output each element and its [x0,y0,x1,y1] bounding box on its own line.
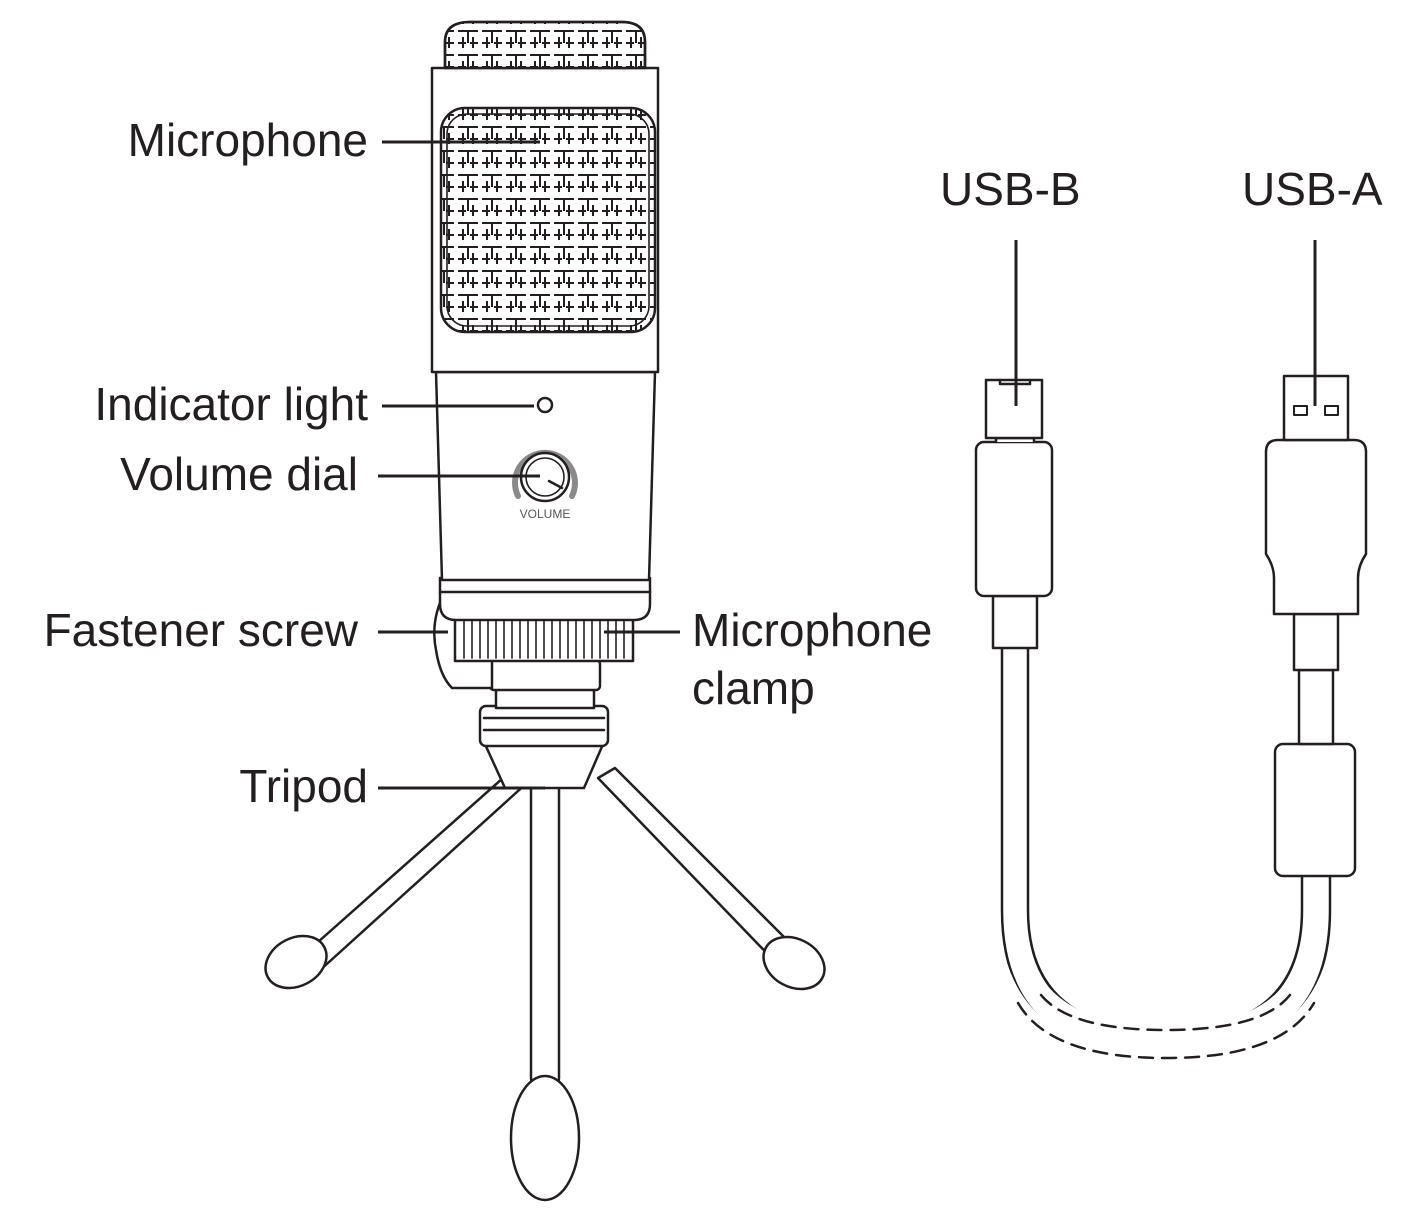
cable-length-break [998,956,1334,1062]
tripod-label: Tripod [239,760,368,812]
tripod-leg-front [509,750,581,1202]
microphone-clamp [433,576,652,692]
usb-b-connector [974,378,1168,1060]
microphone-head [430,66,660,374]
microphone-cap [443,20,647,70]
usb-a-connector [1164,374,1368,1060]
microphone-clamp-label-line2: clamp [692,662,815,714]
microphone-clamp-label-line1: Microphone [692,604,933,656]
tripod-head [478,686,610,790]
tripod-leg-right [596,766,826,991]
indicator-light-label: Indicator light [94,378,368,430]
usb-b-label: USB-B [940,163,1081,215]
tripod-leg-left [264,768,530,990]
fastener-screw-label: Fastener screw [43,604,358,656]
volume-dial-label: Volume dial [120,448,358,500]
microphone-label: Microphone [127,114,368,166]
volume-dial-print: VOLUME [520,507,571,521]
volume-dial-knob [512,450,578,503]
usb-a-label: USB-A [1242,163,1383,215]
indicator-light-led [536,396,554,414]
